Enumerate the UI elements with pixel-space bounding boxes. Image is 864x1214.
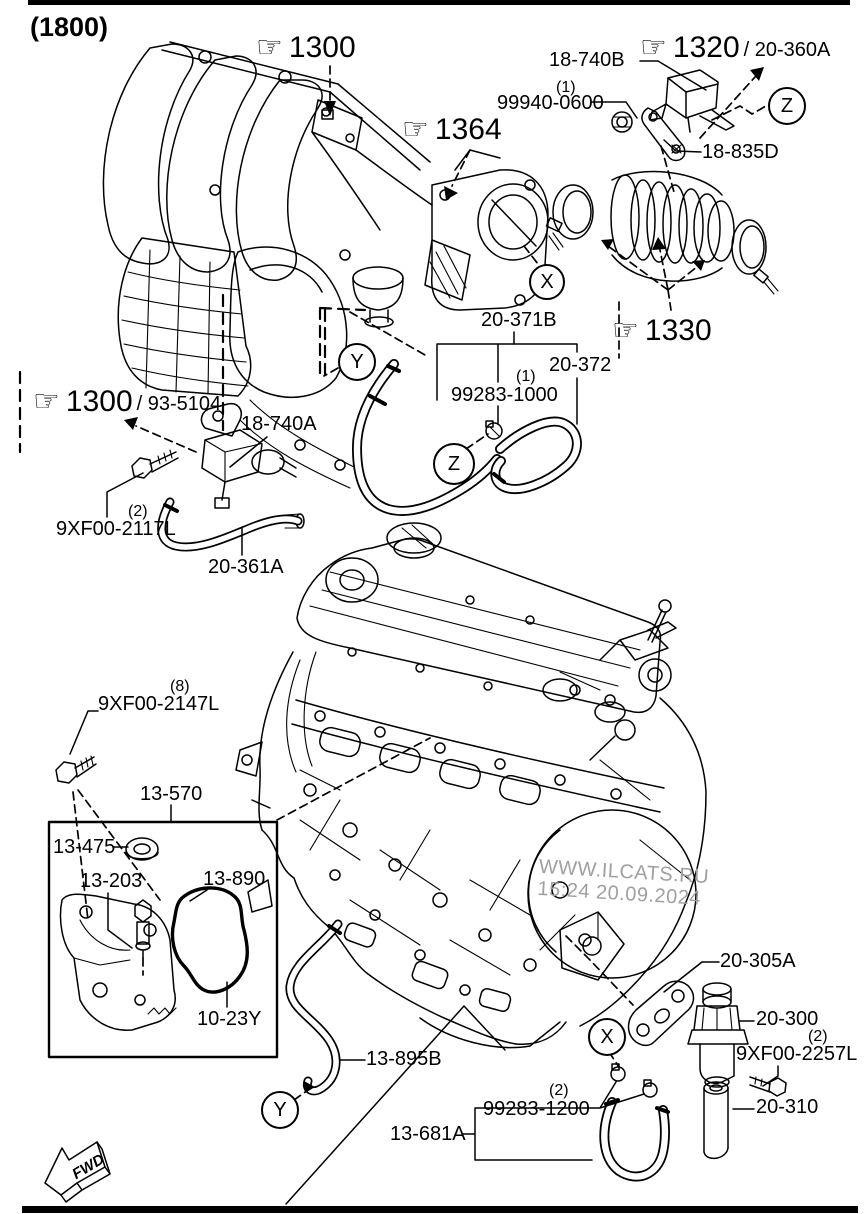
hand-pointer-icon: ☞ <box>612 314 639 347</box>
part-qty-9XF00-2257L: (2) <box>808 1028 828 1045</box>
part-label-20-310: 20-310 <box>756 1096 819 1118</box>
part-label-13-475: 13-475 <box>53 836 116 858</box>
hand-pointer-icon: ☞ <box>33 385 60 418</box>
section-marker-z-top: Z <box>768 87 806 125</box>
ref-number: 1320 <box>672 31 740 64</box>
part-label-18-740A: 18-740A <box>241 413 317 435</box>
part-label-18-740B: 18-740B <box>549 49 625 71</box>
clamp-99283-1200-drawing <box>610 1063 658 1098</box>
engine-variant-title: (1800) <box>30 12 109 42</box>
part-qty-99283-1200: (2) <box>549 1082 569 1099</box>
ref-number: 1300 <box>288 31 356 64</box>
egr-gasket-20-305A-drawing <box>627 980 695 1047</box>
dashed-leader-lines <box>18 65 767 1101</box>
ref-number: 1330 <box>644 314 712 347</box>
part-qty-99940-0600: (1) <box>556 79 576 96</box>
part-label-10-23Y: 10-23Y <box>197 1008 262 1030</box>
part-label-9XF00-2117L: 9XF00-2117L <box>56 518 176 540</box>
ref-link-1300-93-5104[interactable]: ☞ 1300 / 93-5104 <box>33 387 221 417</box>
part-label-9XF00-2257L: 9XF00-2257L <box>736 1043 858 1065</box>
part-label-20-371B: 20-371B <box>481 309 557 331</box>
part-label-18-835D: 18-835D <box>702 141 779 163</box>
hose-clamp-drawing <box>545 184 594 251</box>
section-marker-y-bottom: Y <box>261 1091 299 1129</box>
bottom-rule-bar <box>22 1206 858 1213</box>
hand-pointer-icon: ☞ <box>640 31 667 64</box>
solenoid-valve-drawing <box>649 69 735 133</box>
part-label-20-305A: 20-305A <box>720 950 796 972</box>
section-marker-y-top: Y <box>338 343 376 381</box>
ref-link-1330[interactable]: ☞ 1330 <box>612 316 712 346</box>
part-label-20-300: 20-300 <box>756 1008 819 1030</box>
ref-suffix: / 20-360A <box>743 39 831 61</box>
fwd-direction-arrow: FWD <box>44 1141 111 1203</box>
ref-link-1320-20-360A[interactable]: ☞ 1320 / 20-360A <box>640 33 830 63</box>
bolt-drawing <box>749 1076 787 1097</box>
hose-13-895B-drawing <box>285 919 343 1096</box>
clamp-99283-1000-drawing <box>485 420 503 440</box>
ref-link-1364[interactable]: ☞ 1364 <box>402 115 502 145</box>
section-marker-x-top: X <box>529 264 565 300</box>
part-qty-99283-1000: (1) <box>516 368 536 385</box>
leader-arrowheads <box>124 67 764 1093</box>
nut-drawing <box>611 111 633 133</box>
part-label-9XF00-2147L: 9XF00-2147L <box>98 693 220 715</box>
valve-cover-drawing <box>284 513 677 723</box>
part-label-13-895B: 13-895B <box>366 1048 442 1070</box>
part-qty-9XF00-2147L: (8) <box>170 678 190 695</box>
hose-20-371B-drawing <box>352 359 502 516</box>
ref-number: 1300 <box>65 385 133 418</box>
ref-number: 1364 <box>434 113 502 146</box>
section-marker-z-mid: Z <box>433 443 475 485</box>
bracket-drawing <box>641 107 686 162</box>
hand-pointer-icon: ☞ <box>402 113 429 146</box>
hose-13-681A-drawing <box>599 1097 670 1182</box>
ref-link-1300-top[interactable]: ☞ 1300 <box>256 33 356 63</box>
egr-modulator-drawing <box>352 266 404 328</box>
vacuum-valve-drawing <box>200 402 297 509</box>
hose-20-372-drawing <box>490 416 582 495</box>
part-label-99283-1200: 99283-1200 <box>483 1098 590 1120</box>
part-label-20-372: 20-372 <box>549 354 612 376</box>
egr-valve-20-300-drawing <box>687 982 749 1088</box>
top-rule-bar <box>28 0 850 5</box>
hose-20-361A-drawing <box>157 497 303 552</box>
hand-pointer-icon: ☞ <box>256 31 283 64</box>
part-label-13-203: 13-203 <box>80 870 143 892</box>
engine-block-drawing <box>235 599 707 1205</box>
part-label-13-570: 13-570 <box>140 783 203 805</box>
part-label-99283-1000: 99283-1000 <box>451 384 558 406</box>
bolt-drawing <box>131 449 179 479</box>
bolt-drawing <box>55 755 97 784</box>
egr-pipe-20-310-drawing <box>703 1081 729 1160</box>
part-label-13-890: 13-890 <box>203 868 266 890</box>
hose-clamp-drawing <box>731 219 779 295</box>
part-label-99940-0600: 99940-0600 <box>497 92 604 114</box>
solid-leader-lines <box>69 60 779 1161</box>
oil-separator-box-drawing <box>47 820 279 1059</box>
part-label-13-681A: 13-681A <box>390 1123 466 1145</box>
part-label-20-361A: 20-361A <box>208 556 284 578</box>
intake-manifold-drawing <box>102 41 433 489</box>
ref-suffix: / 93-5104 <box>136 393 222 415</box>
part-qty-9XF00-2117L: (2) <box>128 503 148 520</box>
section-marker-x-bottom: X <box>588 1018 626 1056</box>
